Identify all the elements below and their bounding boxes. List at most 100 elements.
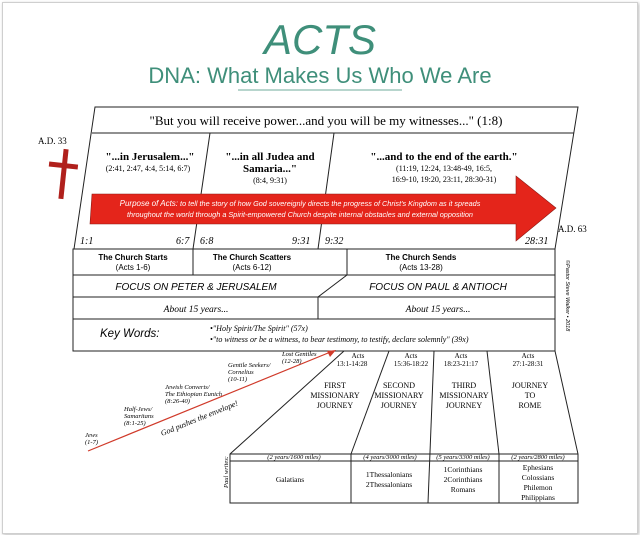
journey-2-letter-2: 2Thessalonians: [366, 480, 412, 489]
journeys-frame: [229, 350, 579, 504]
section-starts-refs: (Acts 1-6): [116, 263, 151, 272]
key-word-1: •"Holy Spirit/The Spirit" (57x): [210, 324, 308, 333]
step-samaritans-line-2: Samaritans: [124, 413, 154, 420]
verse-1-1: 1:1: [80, 236, 93, 247]
journey-4-letter-1: Ephesians: [523, 463, 553, 472]
step-jews: Jews (1-7): [85, 432, 98, 446]
region-earth-refs-2: 16:9-10, 19:20, 23:11, 28:30-31): [392, 175, 497, 184]
journey-2-name-1: SECOND: [383, 381, 415, 390]
journey-4-name-3: ROME: [518, 401, 541, 410]
expansion-arrow-line: [87, 350, 334, 452]
journey-second: Acts 15:36-18:22 SECOND MISSIONARY JOURN…: [363, 352, 428, 489]
section-scatters-refs: (Acts 6-12): [232, 263, 271, 272]
journey-1-acts: Acts: [352, 352, 365, 360]
section-scatters-title: The Church Scatters: [213, 253, 292, 262]
journey-3-acts: Acts: [455, 352, 468, 360]
region-jerusalem: "...in Jerusalem..." (2:41, 2:47, 4:4, 5…: [106, 151, 195, 173]
step-jews-line-2: (1-7): [85, 439, 98, 446]
section-sends-refs: (Acts 13-28): [399, 263, 443, 272]
purpose-arrow: [89, 175, 557, 242]
journey-3-name-3: JOURNEY: [446, 401, 483, 410]
paul-writes-label: Paul writes:: [223, 456, 230, 489]
key-words-label: Key Words:: [100, 328, 159, 340]
step-samaritans-line-1: Half-Jews/: [123, 406, 153, 413]
journey-3-name-1: THIRD: [452, 381, 477, 390]
journey-3-letter-2: 2Corinthians: [444, 475, 483, 484]
purpose-line-1: Purpose of Acts: to tell the story of ho…: [120, 199, 481, 208]
verse-28-31: 28:31: [525, 236, 548, 247]
focus-paul: FOCUS ON PAUL & ANTIOCH: [369, 282, 507, 293]
section-church-starts: The Church Starts (Acts 1-6): [98, 253, 168, 272]
section-church-sends: The Church Sends (Acts 13-28): [386, 253, 457, 272]
journey-2-acts: Acts: [405, 352, 418, 360]
region-judea-samaria: "...in all Judea and Samaria..." (8:4, 9…: [225, 151, 314, 185]
section-sends-title: The Church Sends: [386, 253, 457, 262]
journey-2-refs: 15:36-18:22: [394, 360, 429, 368]
journey-1-name-2: MISSIONARY: [310, 391, 360, 400]
step-gentiles-line-1: Lost Gentiles: [281, 351, 317, 358]
region-judea-refs: (8:4, 9:31): [253, 176, 287, 185]
start-date-label: A.D. 33: [38, 136, 67, 146]
journey-3-name-2: MISSIONARY: [439, 391, 489, 400]
step-cornelius-line-1: Gentile Seekers/: [228, 362, 272, 369]
cross-icon: [48, 148, 79, 200]
section-starts-title: The Church Starts: [98, 253, 168, 262]
journey-2-name-3: JOURNEY: [381, 401, 418, 410]
journey-first: Acts 13:1-14:28 FIRST MISSIONARY JOURNEY…: [267, 352, 368, 484]
journey-3-refs: 18:23-21:17: [444, 360, 479, 368]
journey-3-letter-3: Romans: [451, 485, 476, 494]
purpose-label: Purpose of Acts:: [120, 199, 178, 208]
step-cornelius: Gentile Seekers/ Cornelius (10-11): [228, 362, 272, 383]
region-earth-refs: (11:19, 12:24, 13:48-49, 16:5,: [396, 164, 492, 173]
region-earth-title: "...and to the end of the earth.": [370, 151, 517, 163]
step-samaritans: Half-Jews/ Samaritans (8:1-25): [123, 406, 154, 427]
journey-2-distance: (4 years/3000 miles): [363, 454, 416, 461]
key-verse-quote: "But you will receive power...and you wi…: [150, 113, 503, 128]
verse-9-32: 9:32: [325, 236, 343, 247]
page-subtitle: DNA: What Makes Us Who We Are: [148, 63, 491, 88]
journey-rome: Acts 27:1-28:31 JOURNEY TO ROME (2 years…: [511, 352, 564, 502]
copyright-notice: ©Pastor Steve Walker • 2018: [564, 260, 571, 332]
step-jews-line-1: Jews: [85, 432, 98, 439]
journey-3-distance: (5 years/3300 miles): [436, 454, 489, 461]
step-ethiopian-line-3: (8:26-40): [165, 398, 190, 405]
journey-1-refs: 13:1-14:28: [337, 360, 368, 368]
region-judea-title: "...in all Judea and: [225, 151, 314, 163]
region-ends-of-earth: "...and to the end of the earth." (11:19…: [370, 151, 517, 184]
region-divider-2: [317, 132, 335, 250]
journey-1-name-3: JOURNEY: [317, 401, 354, 410]
focus-peter: FOCUS ON PETER & JERUSALEM: [115, 282, 277, 293]
journey-4-letter-4: Philippians: [521, 493, 555, 502]
step-gentiles-line-2: (12-28): [282, 358, 302, 365]
journey-3-letter-1: 1Corinthians: [444, 465, 483, 474]
purpose-line-2: throughout the world through a Spirit-em…: [127, 210, 473, 219]
years-right: About 15 years...: [405, 305, 471, 315]
journey-4-name-1: JOURNEY: [512, 381, 549, 390]
region-jerusalem-refs: (2:41, 2:47, 4:4, 5:14, 6:7): [106, 164, 191, 173]
journey-4-letter-2: Colossians: [522, 473, 555, 482]
journey-4-name-2: TO: [525, 391, 536, 400]
journey-1-distance: (2 years/1600 miles): [267, 454, 320, 461]
expansion-arrow-head: [327, 350, 336, 357]
journey-1-name-1: FIRST: [324, 381, 346, 390]
journey-2-name-2: MISSIONARY: [374, 391, 424, 400]
journey-4-letter-3: Philemon: [524, 483, 553, 492]
page-title: ACTS: [261, 16, 376, 63]
timeline-frame: [73, 106, 579, 250]
region-divider-1: [192, 132, 211, 250]
purpose-text-1: to tell the story of how God sovereignly…: [178, 199, 481, 208]
step-ethiopian: Jewish Converts/ The Ethiopian Eunich (8…: [165, 384, 222, 405]
step-ethiopian-line-1: Jewish Converts/: [165, 384, 211, 391]
step-samaritans-line-3: (8:1-25): [124, 420, 146, 427]
journey-1-letter-1: Galatians: [276, 475, 304, 484]
step-gentiles: Lost Gentiles (12-28): [281, 351, 317, 365]
end-date-label: A.D. 63: [558, 224, 587, 234]
journey-2-letter-1: 1Thessalonians: [366, 470, 412, 479]
section-church-scatters: The Church Scatters (Acts 6-12): [213, 253, 292, 272]
key-word-2: •"to witness or be a witness, to bear te…: [210, 335, 469, 344]
step-ethiopian-line-2: The Ethiopian Eunich: [165, 391, 222, 398]
step-cornelius-line-3: (10-11): [228, 376, 247, 383]
